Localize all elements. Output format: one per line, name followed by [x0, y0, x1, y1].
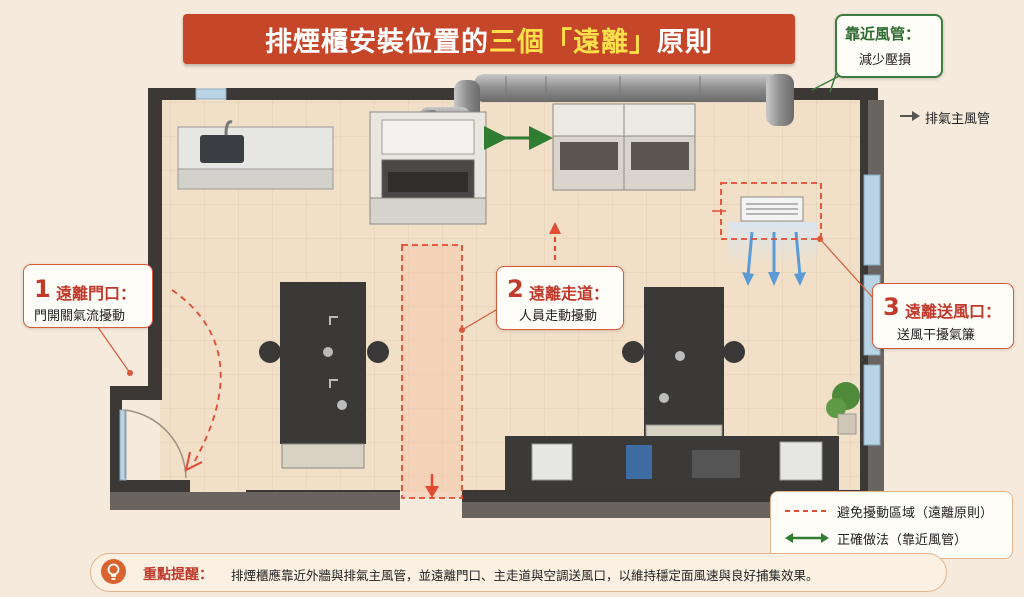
- callout-vent-subtitle: 送風干擾氣簾: [897, 328, 976, 343]
- title-highlight: 三個「遠離」: [489, 26, 657, 58]
- fume-hood: [369, 111, 487, 225]
- callout-door-title: 遠離門口：: [56, 284, 137, 303]
- callout-aisle-pointer: [461, 309, 497, 331]
- callout-vent: 3 遠離送風口： 送風干擾氣簾: [872, 283, 1014, 349]
- legend-avoid-swatch: [785, 510, 829, 512]
- key-note: 重點提醒： 排煙櫃應靠近外牆與排氣主風管，並遠離門口、主走道與空調送風口，以維持…: [90, 553, 947, 592]
- callout-vent-number: 3: [883, 293, 900, 321]
- legend-correct-label: 正確做法（靠近風管）: [837, 533, 968, 548]
- callout-aisle-subtitle: 人員走動擾動: [519, 309, 598, 324]
- door-arrow-head: [184, 451, 203, 472]
- window: [863, 174, 881, 266]
- supply-air-vent: [728, 196, 818, 286]
- duct-callout-title: 靠近風管：: [845, 25, 921, 43]
- note-text: 排煙櫃應靠近外牆與排氣主風管，並遠離門口、主走道與空調送風口，以維持穩定面風速與…: [231, 568, 819, 583]
- bottom-counter: [505, 436, 839, 490]
- callout-aisle: 2 遠離走道： 人員走動擾動: [496, 266, 624, 330]
- callout-vent-pointer: [819, 238, 876, 301]
- callout-vent-title: 遠離送風口：: [905, 302, 1002, 321]
- lab-bench-left: [259, 282, 389, 469]
- callout-aisle-number: 2: [507, 275, 524, 303]
- window: [195, 88, 227, 100]
- wall-cabinets: [552, 103, 696, 191]
- door-airflow-arc: [171, 289, 222, 467]
- legend-avoid-label: 避免擾動區域（遠離原則）: [837, 506, 994, 521]
- aisle-avoid-zone: [401, 244, 463, 499]
- duct-callout: 靠近風管： 減少壓損: [835, 14, 943, 78]
- lightbulb-icon: [101, 559, 126, 584]
- callout-aisle-title: 遠離走道：: [529, 284, 610, 303]
- callout-door-pointer: [94, 322, 131, 374]
- callout-door-number: 1: [34, 275, 51, 303]
- potted-plant: [826, 382, 860, 435]
- duct-callout-subtitle: 減少壓損: [859, 53, 912, 68]
- title-prefix: 排煙櫃安裝位置的: [265, 26, 489, 58]
- page-title: 排煙櫃安裝位置的三個「遠離」原則: [183, 14, 795, 64]
- legend-correct-swatch: [785, 533, 829, 543]
- callout-door-subtitle: 門開關氣流擾動: [34, 309, 126, 324]
- wall-face: [462, 502, 872, 518]
- wall-face: [110, 492, 400, 510]
- title-suffix: 原則: [657, 26, 713, 58]
- sink-counter: [177, 120, 334, 190]
- door: [119, 409, 187, 481]
- main-duct-label: 排氣主風管: [925, 112, 991, 127]
- legend: 避免擾動區域（遠離原則） 正確做法（靠近風管）: [770, 491, 1013, 559]
- callout-door: 1 遠離門口： 門開關氣流擾動: [23, 264, 153, 328]
- lab-bench-right: [622, 287, 745, 440]
- note-label: 重點提醒：: [143, 567, 213, 583]
- window: [863, 364, 881, 446]
